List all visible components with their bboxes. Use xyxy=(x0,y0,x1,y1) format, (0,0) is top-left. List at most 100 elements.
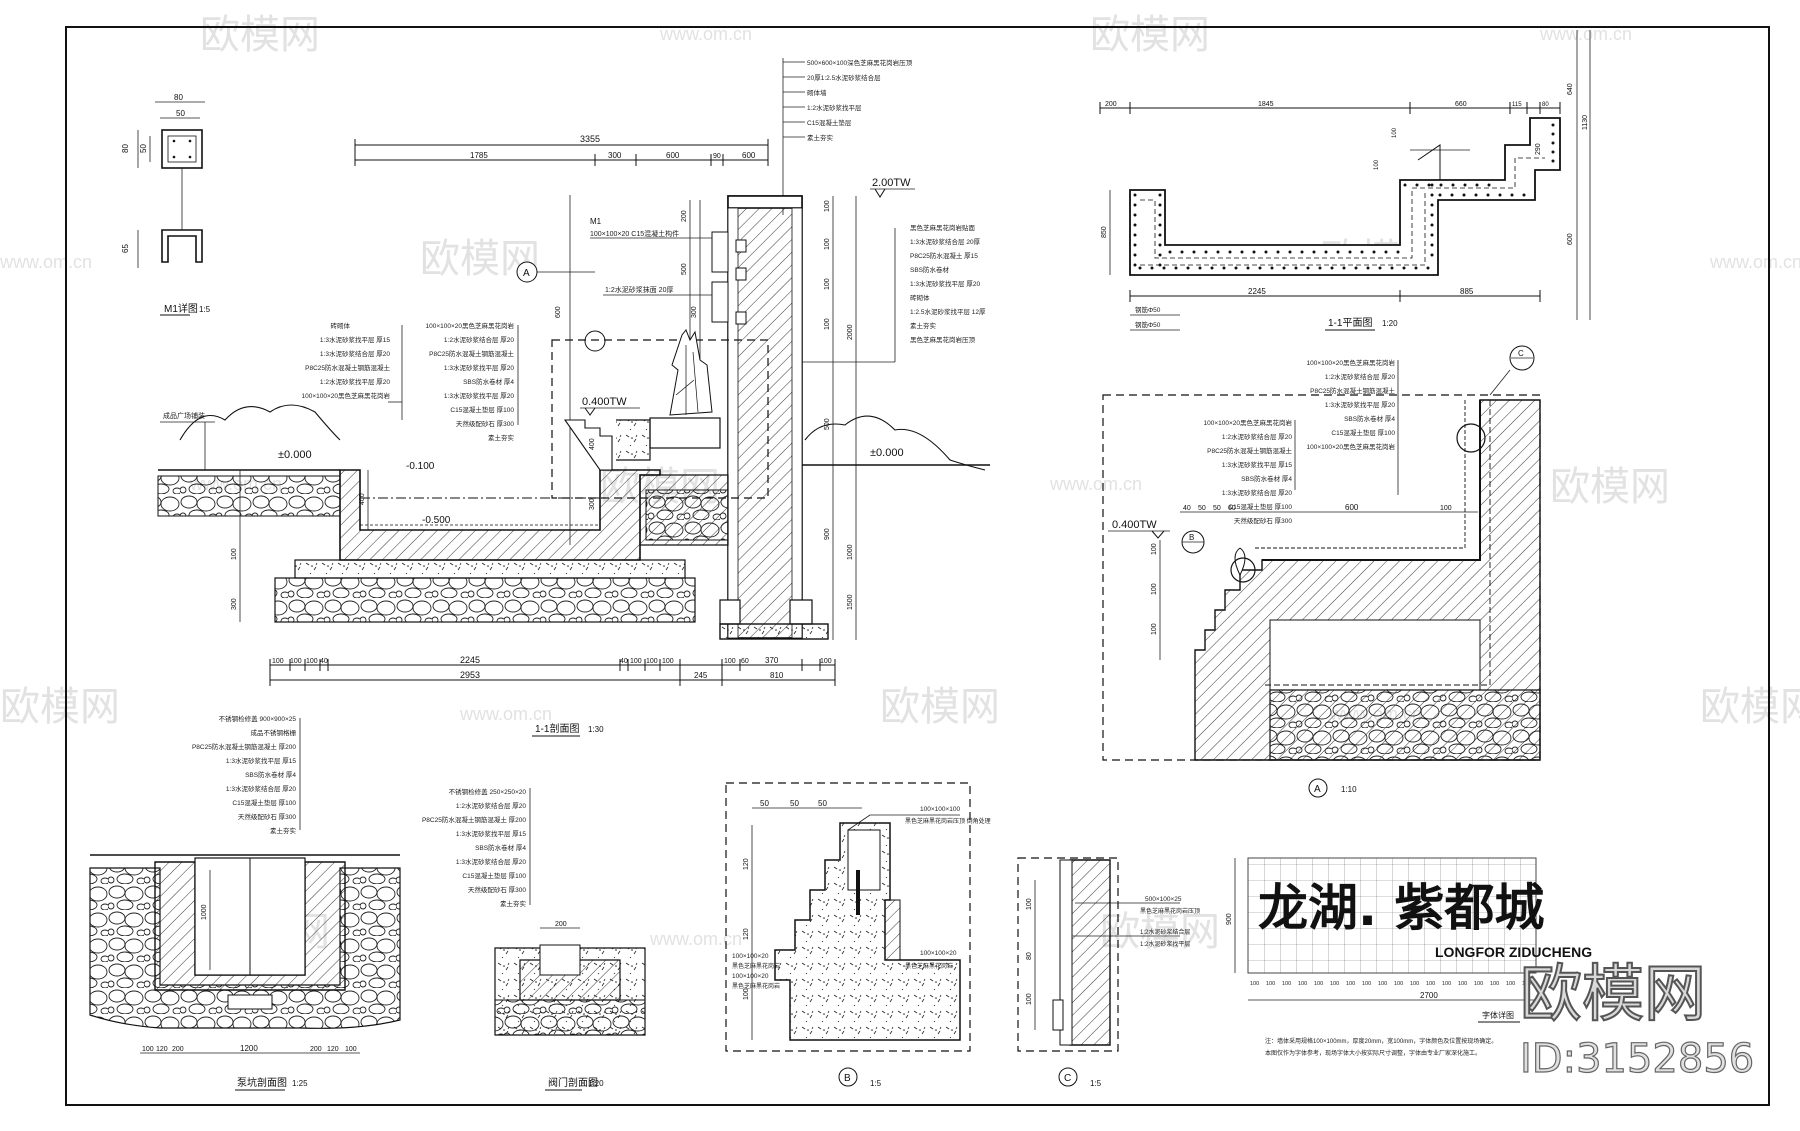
detail-b-dim: 50 xyxy=(818,799,827,808)
detail-b-top-note: 100×100×100 xyxy=(920,806,961,813)
main-dim-total: 3355 xyxy=(580,134,600,144)
rebar-dot xyxy=(1426,266,1430,270)
pit-dim: 120 xyxy=(156,1046,168,1053)
plan-rebar: 钢筋Φ50 xyxy=(1135,320,1161,329)
watermark-logo-text: 欧模网 xyxy=(1520,957,1706,1030)
rebar-dot xyxy=(1439,183,1443,187)
valve-note: C15混凝土垫层 厚100 xyxy=(462,871,526,880)
rebar-dot xyxy=(1306,266,1310,270)
center-note: 天然级配砂石 厚300 xyxy=(456,419,515,428)
watermark-brand: 欧模网 xyxy=(1100,910,1220,954)
main-bdim: 100 xyxy=(724,658,736,665)
rebar-dot xyxy=(1551,150,1555,154)
rebar-dot xyxy=(1234,266,1238,270)
right-note: 1:2.5水泥砂浆找平层 12厚 xyxy=(910,307,986,316)
plan-bdim: 885 xyxy=(1460,287,1474,296)
detail-a-note: 100×100×20黑色芝麻黑花岗岩 xyxy=(1306,442,1395,451)
signage-grid-dim: 100 xyxy=(1522,981,1531,987)
detail-a-note: P8C25防水混凝土钢筋混凝土 xyxy=(1310,386,1395,395)
rebar-dot xyxy=(1133,213,1137,217)
rebar-dot xyxy=(1551,141,1555,145)
main-bdim: 810 xyxy=(770,671,784,680)
main-vdim: 500 xyxy=(824,418,831,430)
signage-grid-dim: 100 xyxy=(1362,981,1371,987)
detail-a-level: 0.400TW xyxy=(1112,519,1157,531)
detail-a-dim: 40 xyxy=(1183,505,1191,512)
detail-b-top-note2: 黑色芝麻黑花岗岩压顶 倒角处理 xyxy=(905,817,991,825)
rebar-dot xyxy=(1430,223,1434,227)
rebar-dot xyxy=(1551,132,1555,136)
detail-b-title: B xyxy=(844,1073,851,1084)
main-bdim: 100 xyxy=(646,658,658,665)
rebar-dot xyxy=(1158,223,1162,227)
detail-c-dim: 100 xyxy=(1026,993,1033,1005)
detail-c-note: 黑色芝麻黑花岗岩压顶 xyxy=(1140,907,1200,915)
plan-rdim: 600 xyxy=(1567,233,1574,245)
signage-grid-dim: 100 xyxy=(1506,981,1515,987)
rebar-dot xyxy=(1551,159,1555,163)
rebar-dot xyxy=(1324,250,1328,254)
signage-grid-dim: 100 xyxy=(1394,981,1403,987)
main-vdim: 200 xyxy=(681,210,688,222)
main-dim: 600 xyxy=(742,151,756,160)
left-note: P8C25防水混凝土钢筋混凝土 xyxy=(305,363,390,372)
rebar-dot xyxy=(1246,266,1250,270)
valve-note: 天然级配砂石 厚300 xyxy=(468,885,527,894)
rebar-dot xyxy=(1403,183,1407,187)
left-note: 1:3水泥砂浆找平层 厚15 xyxy=(320,335,390,344)
main-vdim: 400 xyxy=(359,493,366,505)
valve-dim: 200 xyxy=(555,921,567,928)
plan-dim: 115 xyxy=(1512,102,1522,108)
rebar-dot xyxy=(1204,250,1208,254)
pit-note: 成品不锈钢格栅 xyxy=(251,728,297,737)
rebar-dot xyxy=(1216,250,1220,254)
detail-b-note: 100×100×20 xyxy=(732,953,769,960)
detail-c-note: 1:2水泥砂浆找平层 xyxy=(1140,940,1190,948)
main-vdim: 2000 xyxy=(847,324,854,340)
pillar-note: 素土夯实 xyxy=(807,133,834,142)
m1-label: M1 xyxy=(590,217,602,226)
rebar-dot xyxy=(1276,250,1280,254)
rebar-dot xyxy=(1133,253,1137,257)
center-note: 1:2水泥砂浆结合层 厚20 xyxy=(444,335,514,344)
rebar-dot xyxy=(1430,183,1434,187)
rebar-dot xyxy=(1162,266,1166,270)
main-vdim: 400 xyxy=(589,438,596,450)
rebar-dot xyxy=(1430,233,1434,237)
rebar-dot xyxy=(1133,233,1137,237)
rebar-dot xyxy=(1462,193,1466,197)
m1-desc: 100×100×20 C15混凝土构件 xyxy=(590,229,679,238)
signage-note-1: 注：墙体采用规格100×100mm，厚度20mm，宽100mm，字体颜色及位置按… xyxy=(1265,1037,1497,1045)
main-vdim: 500 xyxy=(681,263,688,275)
pit-dim: 100 xyxy=(142,1046,154,1053)
rebar-dot xyxy=(1354,266,1358,270)
detail-b-dim: 50 xyxy=(760,799,769,808)
center-note: 100×100×20黑色芝麻黑花岗岩 xyxy=(425,321,514,330)
detail-b-note: 黑色芝麻黑花岗岩 xyxy=(732,982,780,990)
signage-grid-dim: 100 xyxy=(1378,981,1387,987)
main-vdim: 1500 xyxy=(847,594,854,610)
m1-dim: 80 xyxy=(121,144,130,153)
pit-note: 1:3水泥砂浆找平层 厚15 xyxy=(226,756,296,765)
main-dim: 1785 xyxy=(470,151,488,160)
signage-grid-dim: 100 xyxy=(1314,981,1323,987)
rebar-dot xyxy=(1430,193,1434,197)
pit-section: 不锈钢检修盖 900×900×25 成品不锈钢格栅 P8C25防水混凝土钢筋混凝… xyxy=(89,714,401,1091)
main-bdim: 2245 xyxy=(460,655,480,665)
signage-grid-dim: 100 xyxy=(1490,981,1499,987)
signage-height: 900 xyxy=(1226,913,1233,925)
main-bdim: 370 xyxy=(765,656,779,665)
plan-dim: 200 xyxy=(1105,101,1117,108)
rebar-dot xyxy=(1192,250,1196,254)
level-left: ±0.000 xyxy=(278,449,312,461)
center-note: C15混凝土垫层 厚100 xyxy=(450,405,514,414)
rebar-dot xyxy=(1510,193,1514,197)
m1-scale: 1:5 xyxy=(199,305,211,314)
rebar-dot xyxy=(1240,250,1244,254)
pit-note: P8C25防水混凝土钢筋混凝土 厚200 xyxy=(192,742,296,751)
rebar-dot xyxy=(1463,183,1467,187)
rebar-dot xyxy=(1228,250,1232,254)
signage-grid-dim: 100 xyxy=(1426,981,1435,987)
